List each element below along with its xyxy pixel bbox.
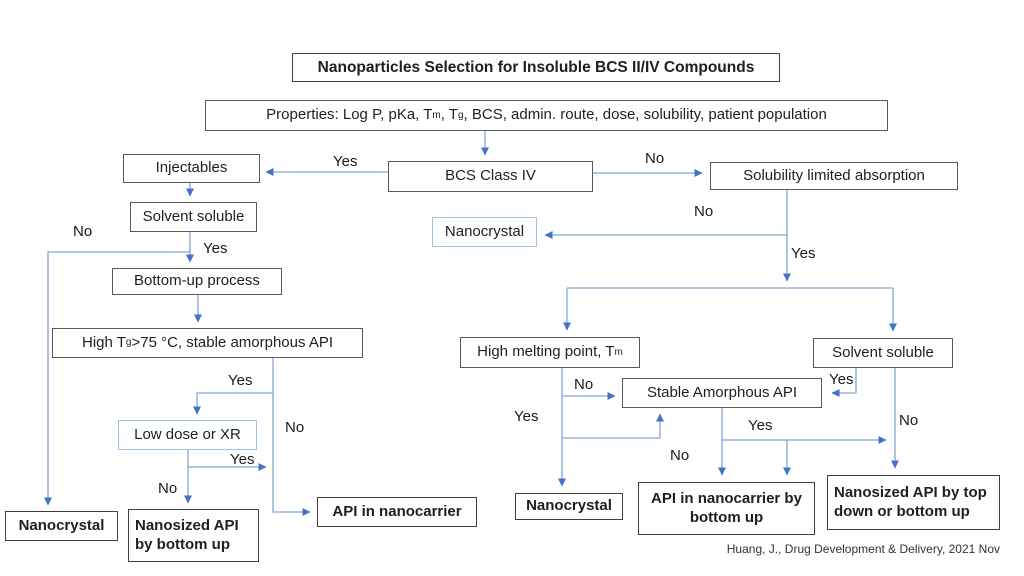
edge-solvent-left-no bbox=[44, 251, 190, 506]
node-injectables: Injectables bbox=[123, 154, 260, 183]
edge-solventright-yes bbox=[831, 368, 857, 397]
edge-hightg-yes bbox=[193, 392, 273, 415]
edge-label-solubility-no: No bbox=[694, 203, 714, 220]
edge-label-high-tg-yes: Yes bbox=[228, 372, 253, 389]
node-nanocrystal-top: Nanocrystal bbox=[432, 217, 537, 247]
edge-label-solvent-left-no: No bbox=[73, 223, 93, 240]
edge-label-bcs-yes: Yes bbox=[333, 153, 358, 170]
node-nanosized-api-bottom-up: Nanosized API by bottom up bbox=[128, 509, 259, 562]
edge-label-stable-yes: Yes bbox=[748, 417, 773, 434]
node-solubility-limited-absorption: Solubility limited absorption bbox=[710, 162, 958, 190]
citation: Huang, J., Drug Development & Delivery, … bbox=[726, 542, 1000, 556]
edge-hightg-no bbox=[272, 358, 311, 516]
edge-label-high-melting-yes: Yes bbox=[514, 408, 539, 425]
node-solvent-soluble-right: Solvent soluble bbox=[813, 338, 953, 368]
edge-label-solubility-yes: Yes bbox=[791, 245, 816, 262]
edge-label-high-melting-no: No bbox=[574, 376, 594, 393]
node-bcs-class-iv: BCS Class IV bbox=[388, 161, 593, 192]
edge-label-low-dose-yes: Yes bbox=[230, 451, 255, 468]
node-low-dose-or-xr: Low dose or XR bbox=[118, 420, 257, 450]
edge-label-stable-no: No bbox=[670, 447, 690, 464]
node-stable-amorphous-api: Stable Amorphous API bbox=[622, 378, 822, 408]
node-bottom-up-process: Bottom-up process bbox=[112, 268, 282, 295]
diagram-title: Nanoparticles Selection for Insoluble BC… bbox=[292, 53, 780, 82]
edge-label-solvent-left-yes: Yes bbox=[203, 240, 228, 257]
node-nanocrystal-right: Nanocrystal bbox=[515, 493, 623, 520]
node-api-in-nanocarrier: API in nanocarrier bbox=[317, 497, 477, 527]
node-nanocrystal-left: Nanocrystal bbox=[5, 511, 118, 541]
edge-label-high-tg-no: No bbox=[285, 419, 305, 436]
node-api-in-nanocarrier-bottom-up: API in nanocarrier by bottom up bbox=[638, 482, 815, 535]
node-nanosized-api-top-down: Nanosized API by top down or bottom up bbox=[827, 475, 1000, 530]
node-solvent-soluble-left: Solvent soluble bbox=[130, 202, 257, 232]
edge-label-solvent-right-no: No bbox=[899, 412, 919, 429]
edge-label-low-dose-no: No bbox=[158, 480, 178, 497]
edge-upturn-to-stable bbox=[562, 413, 664, 439]
edge-label-solvent-right-yes: Yes bbox=[829, 371, 854, 388]
edge-label-bcs-no: No bbox=[645, 150, 665, 167]
